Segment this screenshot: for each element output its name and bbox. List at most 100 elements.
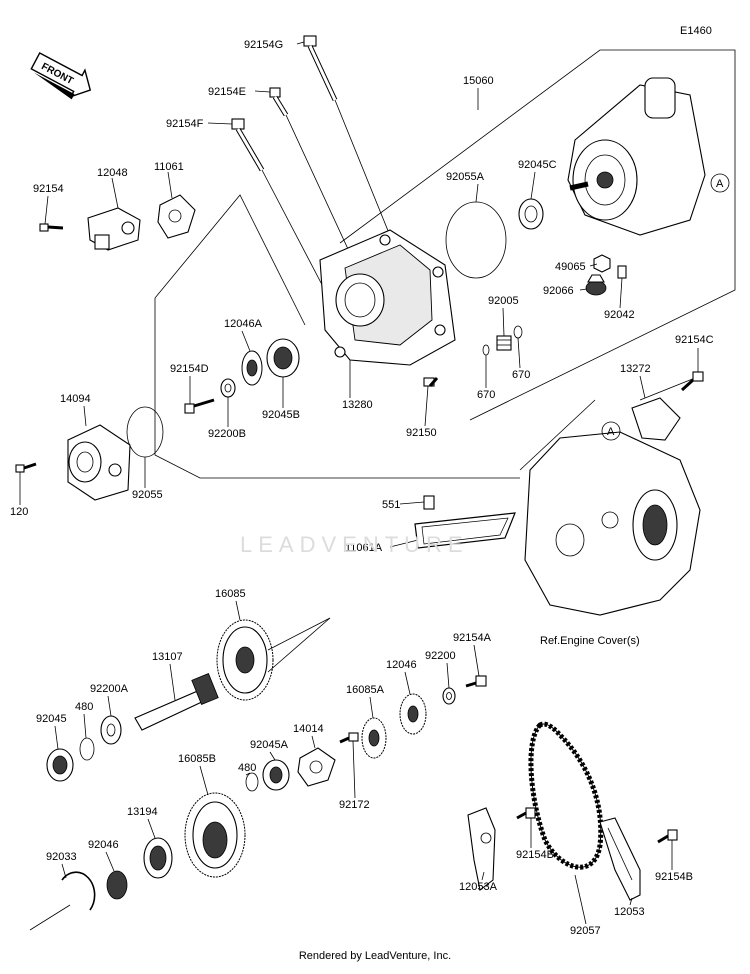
label-13194: 13194 — [127, 806, 158, 818]
bolt-92154B-left — [516, 807, 536, 820]
plate-14014 — [297, 747, 336, 787]
label-92057: 92057 — [570, 925, 601, 937]
label-92055A: 92055A — [446, 171, 485, 183]
callout-a-mid: A — [601, 421, 621, 441]
label-92154E: 92154E — [208, 86, 246, 98]
bolt-92154F — [231, 118, 265, 172]
gasket-13272 — [631, 397, 681, 441]
bolt-92154D — [184, 398, 215, 414]
pin-92042 — [617, 265, 627, 279]
label-480-top: 480 — [75, 701, 93, 713]
label-16085A: 16085A — [346, 684, 385, 696]
oring-92055A — [445, 201, 507, 279]
label-92045C: 92045C — [518, 159, 557, 171]
oring-670-right — [513, 325, 523, 339]
washer-92200 — [442, 687, 456, 705]
gasket-11061 — [157, 194, 196, 239]
gear-16085 — [216, 617, 331, 701]
label-92005: 92005 — [488, 295, 519, 307]
label-92172: 92172 — [339, 799, 370, 811]
circlip-480-mid — [245, 772, 259, 792]
washer-92200B — [220, 378, 236, 398]
diagram-code: E1460 — [680, 25, 712, 37]
watermark: LEADVENTURE — [240, 532, 469, 557]
label-13107: 13107 — [152, 651, 183, 663]
needle-bearing-92046 — [106, 870, 128, 900]
svg-text:A: A — [716, 178, 724, 190]
bolt-92154A — [465, 675, 487, 688]
bolt-92154G — [303, 35, 338, 102]
dowel-551 — [423, 495, 435, 510]
bolt-92154C — [680, 371, 704, 392]
label-12046A: 12046A — [224, 318, 263, 330]
pump-cover-14094 — [67, 424, 131, 501]
footer-credit: Rendered by LeadVenture, Inc. — [298, 950, 452, 962]
tensioner-12048 — [87, 207, 141, 251]
gear-12046A — [241, 350, 263, 386]
label-12053: 12053 — [614, 906, 645, 918]
label-16085B: 16085B — [178, 753, 216, 765]
label-92154A: 92154A — [453, 632, 492, 644]
oring-92055 — [126, 406, 164, 458]
label-92033: 92033 — [46, 851, 77, 863]
shaft-13107 — [134, 673, 219, 731]
guide-12053A — [467, 807, 496, 891]
label-92046: 92046 — [88, 839, 119, 851]
bolt-92150 — [423, 377, 439, 387]
label-670-right: 670 — [512, 369, 530, 381]
label-11061A: 11061A — [345, 542, 383, 554]
label-92150: 92150 — [406, 427, 437, 439]
bearing-92045A — [262, 759, 290, 791]
label-92154: 92154 — [33, 183, 64, 195]
label-92200: 92200 — [425, 650, 456, 662]
group-outline-lines — [154, 49, 736, 479]
cover-15060 — [567, 77, 706, 236]
oring-670-left — [482, 344, 490, 356]
label-13280: 13280 — [342, 399, 373, 411]
label-12046: 12046 — [386, 659, 417, 671]
label-12048: 12048 — [97, 167, 128, 179]
label-92154B-right: 92154B — [655, 871, 693, 883]
label-13272: 13272 — [620, 363, 651, 375]
label-92154F: 92154F — [166, 118, 204, 130]
label-15060: 15060 — [463, 75, 494, 87]
bolt-92172 — [339, 732, 359, 744]
label-leader-lines — [19, 41, 699, 925]
label-120: 120 — [10, 506, 28, 518]
bearing-92045 — [46, 748, 74, 782]
part-labels: 92154G 92154E 92154F 15060 92154 12048 1… — [10, 39, 714, 937]
circlip-92033 — [29, 871, 96, 931]
label-14014: 14014 — [293, 723, 324, 735]
label-92154C: 92154C — [675, 334, 714, 346]
bolt-120 — [15, 462, 37, 473]
label-551: 551 — [382, 499, 400, 511]
callout-a-top: A — [710, 173, 730, 193]
label-12053A: 12053A — [459, 881, 498, 893]
label-670-left: 670 — [477, 389, 495, 401]
bearing-92045B — [266, 338, 300, 378]
bolt-92154E — [269, 87, 289, 117]
label-92154G: 92154G — [244, 39, 283, 51]
seal-92045C — [518, 198, 544, 230]
label-92200A: 92200A — [90, 683, 129, 695]
gear-16085B — [184, 792, 246, 878]
label-11061: 11061 — [154, 161, 184, 173]
bolt-92154B-right — [657, 829, 678, 844]
label-92200B: 92200B — [208, 428, 246, 440]
label-92066: 92066 — [543, 285, 574, 297]
washer-92200A — [100, 715, 122, 745]
gear-12046 — [399, 693, 427, 735]
gear-16085A — [361, 717, 387, 759]
front-arrow-icon: FRONT — [30, 52, 92, 100]
label-92055: 92055 — [132, 489, 163, 501]
svg-text:A: A — [607, 426, 615, 438]
spring-92005 — [496, 335, 512, 351]
label-480-mid: 480 — [238, 762, 256, 774]
circlip-480-top — [79, 737, 95, 761]
label-14094: 14094 — [60, 393, 91, 405]
clutch-13194 — [143, 837, 173, 879]
label-92045: 92045 — [36, 713, 67, 725]
label-92154B-left: 92154B — [516, 849, 554, 861]
label-92045A: 92045A — [250, 739, 289, 751]
